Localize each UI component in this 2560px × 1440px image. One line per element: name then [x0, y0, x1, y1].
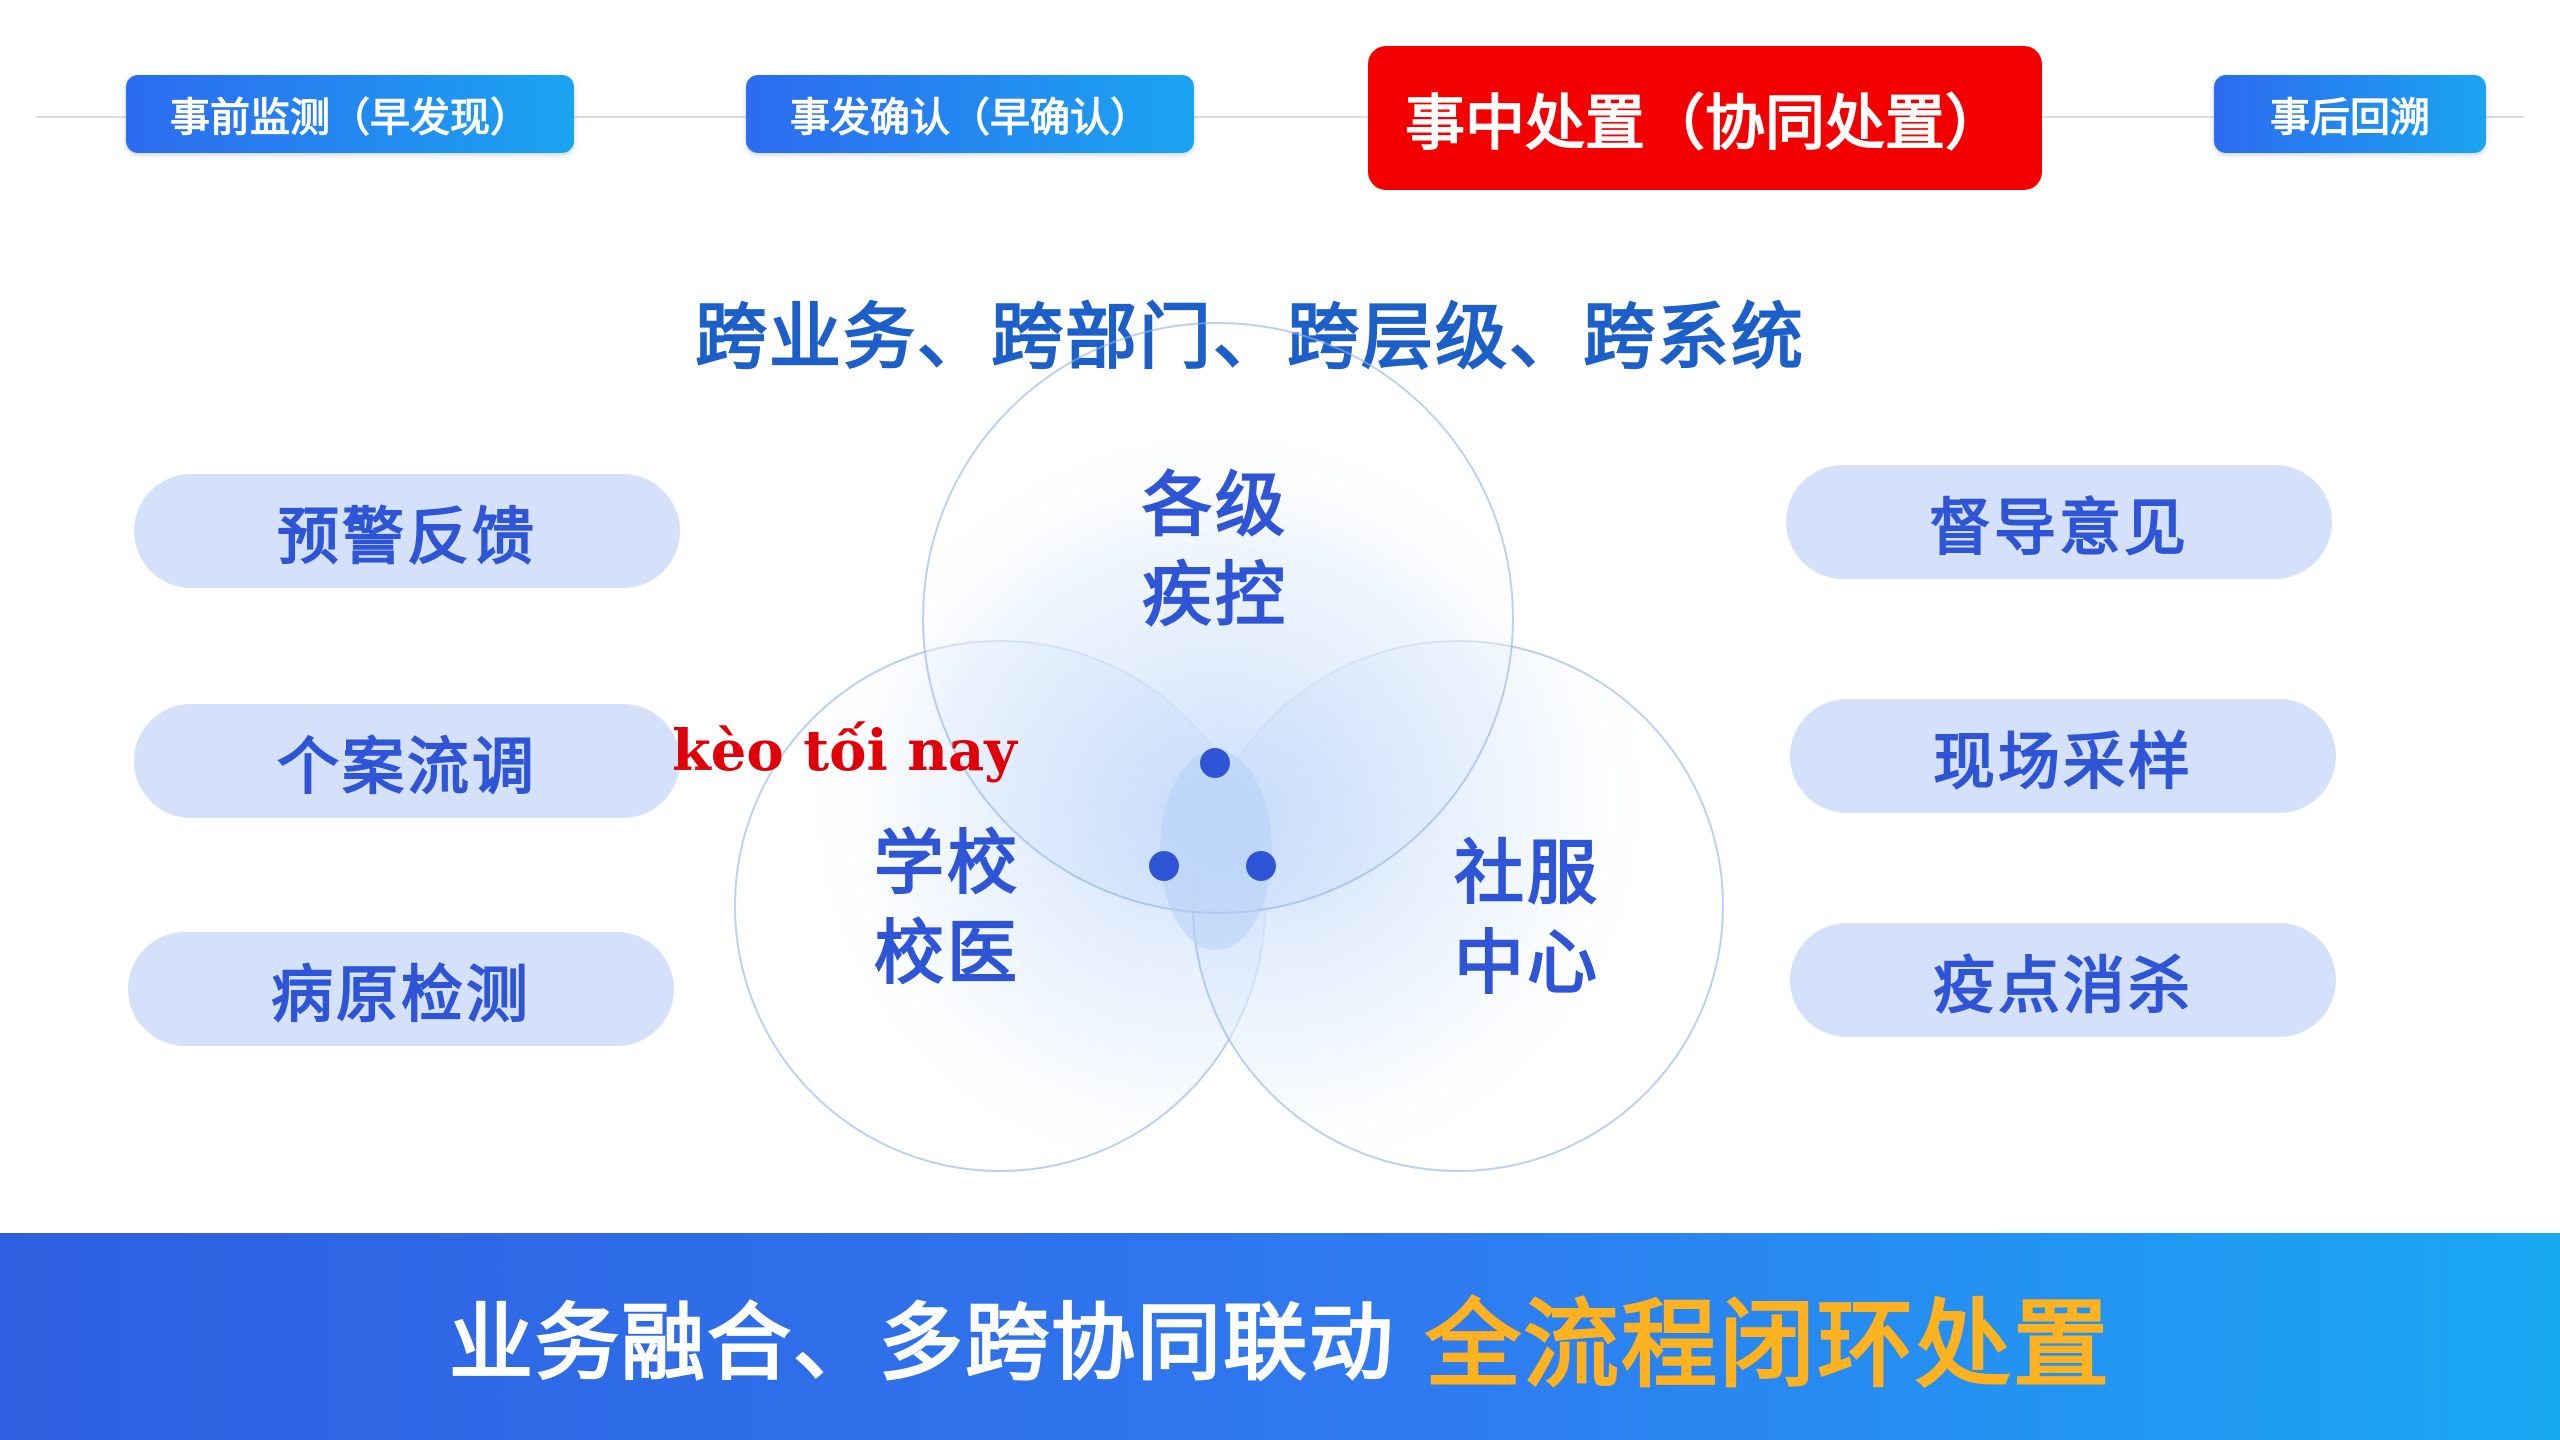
stage-pill-response-active[interactable]: 事中处置（协同处置） [1368, 46, 2042, 190]
venn-node-left [1149, 851, 1179, 881]
venn-center-overlap [1160, 750, 1272, 950]
right-item-disinfection: 疫点消杀 [1790, 923, 2336, 1037]
left-item-pathogen-testing: 病原检测 [128, 932, 674, 1046]
right-item-supervision-opinion: 督导意见 [1786, 465, 2332, 579]
venn-node-top [1200, 748, 1230, 778]
stage-timeline-line [36, 116, 2524, 118]
stage-pill-confirmation[interactable]: 事发确认（早确认） [746, 75, 1194, 153]
overlay-red-text[interactable]: kèo tối nay [672, 718, 1017, 784]
venn-label-cdc-line2: 疾控 [1142, 554, 1288, 636]
venn-label-service-center-line2: 中心 [1454, 922, 1600, 1004]
venn-diagram [734, 322, 1724, 1172]
footer-white-text: 业务融合、多跨协同联动 [448, 1294, 1395, 1392]
right-item-site-sampling: 现场采样 [1790, 699, 2336, 813]
venn-label-service-center: 社服 中心 [1442, 828, 1612, 1008]
venn-node-right [1246, 851, 1276, 881]
stage-pill-pre-monitoring[interactable]: 事前监测（早发现） [126, 75, 574, 153]
stage-pill-review[interactable]: 事后回溯 [2214, 75, 2486, 153]
venn-label-school-line1: 学校 [874, 822, 1020, 904]
venn-label-cdc: 各级 疾控 [1130, 460, 1300, 640]
left-item-warning-feedback: 预警反馈 [134, 474, 680, 588]
venn-label-service-center-line1: 社服 [1454, 832, 1600, 914]
left-item-case-tracing: 个案流调 [134, 704, 680, 818]
venn-label-school-line2: 校医 [874, 912, 1020, 994]
venn-label-school: 学校 校医 [862, 818, 1032, 998]
footer-banner: 业务融合、多跨协同联动 全流程闭环处置 [0, 1233, 2560, 1440]
footer-gold-text: 全流程闭环处置 [1425, 1289, 2111, 1401]
venn-label-cdc-line1: 各级 [1142, 464, 1288, 546]
